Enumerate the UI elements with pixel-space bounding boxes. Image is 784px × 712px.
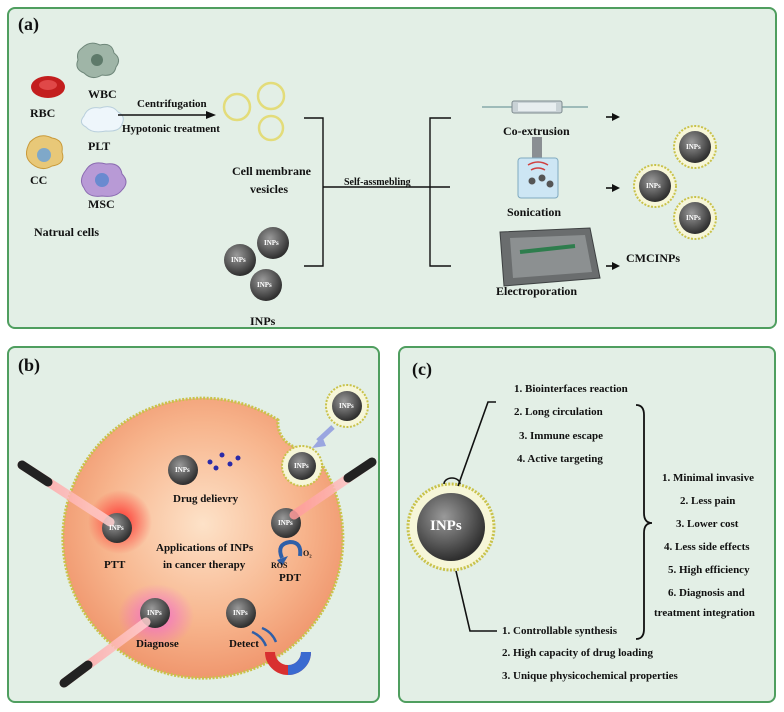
right-list-item: 4. Less side effects xyxy=(664,541,750,553)
inps-cluster xyxy=(224,227,289,301)
plt-icon xyxy=(80,106,124,133)
np-text: INPs xyxy=(646,182,661,190)
right-list-item: 5. High efficiency xyxy=(668,564,750,576)
cc-icon xyxy=(26,135,64,170)
panel-a-label: (a) xyxy=(18,14,39,34)
membrane-vesicles xyxy=(222,81,286,142)
np-text: INPs xyxy=(339,402,354,410)
np-text: INPs xyxy=(294,462,309,470)
pdt-label: PDT xyxy=(279,572,301,584)
np-text: INPs xyxy=(430,518,462,534)
arrows-to-product xyxy=(606,113,620,270)
inps-label: INPs xyxy=(250,314,276,328)
bottom-list-item: 1. Controllable synthesis xyxy=(502,625,618,637)
center-label-1: Applications of INPs xyxy=(156,542,254,554)
np-text: INPs xyxy=(175,466,190,474)
center-label-2: in cancer therapy xyxy=(163,559,246,571)
top-list-item: 2. Long circulation xyxy=(514,406,603,418)
extruder-icon xyxy=(482,100,588,114)
cc-label: CC xyxy=(30,173,48,187)
np-text: INPs xyxy=(686,143,701,151)
np-text: INPs xyxy=(686,214,701,222)
np-text: INPs xyxy=(264,239,279,247)
sonicator-icon xyxy=(517,137,559,199)
np-text: INPs xyxy=(231,256,246,264)
ros-label: ROS xyxy=(271,561,288,570)
right-list-item: 3. Lower cost xyxy=(676,518,739,530)
diagnose-label: Diagnose xyxy=(136,638,179,650)
np-text: INPs xyxy=(233,609,248,617)
panel-b-label: (b) xyxy=(18,355,40,375)
msc-icon xyxy=(80,162,127,197)
right-list-item: 2. Less pain xyxy=(680,495,736,507)
vesicles-label-2: vesicles xyxy=(250,182,288,196)
rbc-label: RBC xyxy=(30,106,56,120)
np-text: INPs xyxy=(278,519,293,527)
ptt-label: PTT xyxy=(104,559,126,571)
method-sonication: Sonication xyxy=(507,205,562,219)
method-co-extrusion: Co-extrusion xyxy=(503,124,570,138)
msc-label: MSC xyxy=(88,197,115,211)
cmcinps-label: CMCINPs xyxy=(626,251,680,265)
drug-delivery-label: Drug delievry xyxy=(173,493,239,505)
panel-c-label: (c) xyxy=(412,359,432,379)
cmcinps-cluster xyxy=(633,125,717,240)
np-text: INPs xyxy=(147,609,162,617)
centrifugation-label: Centrifugation xyxy=(137,98,207,110)
method-electroporation: Electroporation xyxy=(496,284,578,298)
wbc-icon xyxy=(76,42,120,79)
np-text: INPs xyxy=(109,524,124,532)
self-assembling-label: Self-assmebling xyxy=(344,177,411,188)
right-list-item: 1. Minimal invasive xyxy=(662,472,754,484)
np-text: INPs xyxy=(257,281,272,289)
wbc-label: WBC xyxy=(88,87,117,101)
laser-ptt-icon xyxy=(17,460,115,527)
natural-cells-label: Natrual cells xyxy=(34,225,99,239)
drug-molecules-icon xyxy=(207,452,241,471)
top-list-item: 3. Immune escape xyxy=(519,430,604,442)
rbc-icon xyxy=(31,76,65,98)
laser-diagnose-icon xyxy=(59,617,151,688)
top-list-item: 1. Biointerfaces reaction xyxy=(514,383,628,395)
vesicles-label-1: Cell membrane xyxy=(232,164,311,178)
o2-label: O₂ xyxy=(303,549,312,558)
hypotonic-label: Hypotonic treatment xyxy=(122,123,220,135)
right-list-item: 6. Diagnosis and xyxy=(668,587,745,599)
detect-label: Detect xyxy=(229,638,259,650)
laser-pdt-icon xyxy=(289,457,377,520)
electroporation-icon xyxy=(499,227,601,287)
bottom-list-item: 2. High capacity of drug loading xyxy=(502,647,653,659)
magnet-icon xyxy=(265,651,311,675)
right-list-item: treatment integration xyxy=(654,607,755,619)
top-list-item: 4. Active targeting xyxy=(517,453,603,465)
bottom-list-item: 3. Unique physicochemical properties xyxy=(502,670,678,682)
plt-label: PLT xyxy=(88,139,111,153)
